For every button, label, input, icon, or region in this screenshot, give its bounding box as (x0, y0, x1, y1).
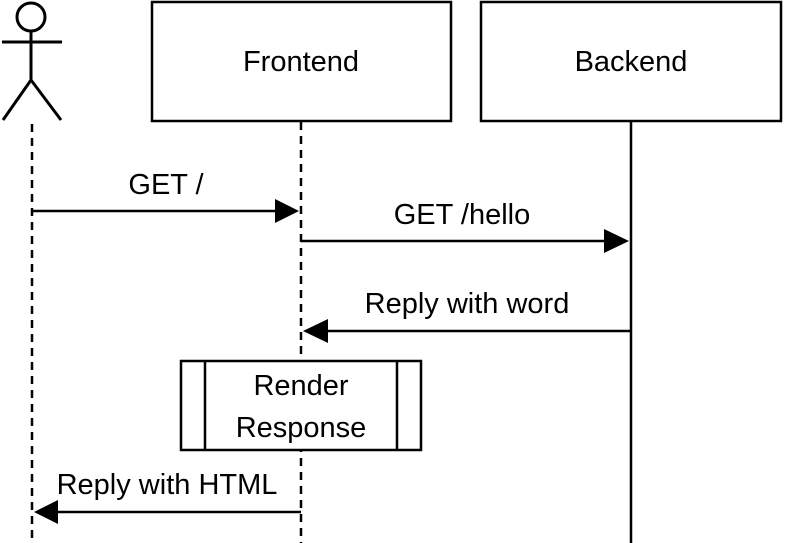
arrowhead-right-icon (604, 229, 629, 253)
frontend-participant-label: Frontend (243, 46, 359, 78)
render-response-process-box (179, 359, 423, 452)
frontend-participant-box (150, 0, 453, 123)
message-label-get-hello: GET /hello (394, 199, 530, 231)
arrowhead-left-icon (34, 500, 58, 524)
backend-participant-label: Backend (575, 46, 688, 78)
arrowhead-left-icon (303, 319, 328, 343)
message-label-reply-word: Reply with word (365, 288, 570, 320)
message-label-get-root: GET / (128, 169, 204, 201)
user-actor-icon (1, 1, 63, 121)
process-label-line2: Response (236, 412, 367, 444)
backend-participant-box (479, 0, 783, 123)
arrowhead-right-icon (275, 199, 299, 223)
process-label-line1: Render (253, 370, 348, 402)
message-label-reply-html: Reply with HTML (57, 469, 278, 501)
